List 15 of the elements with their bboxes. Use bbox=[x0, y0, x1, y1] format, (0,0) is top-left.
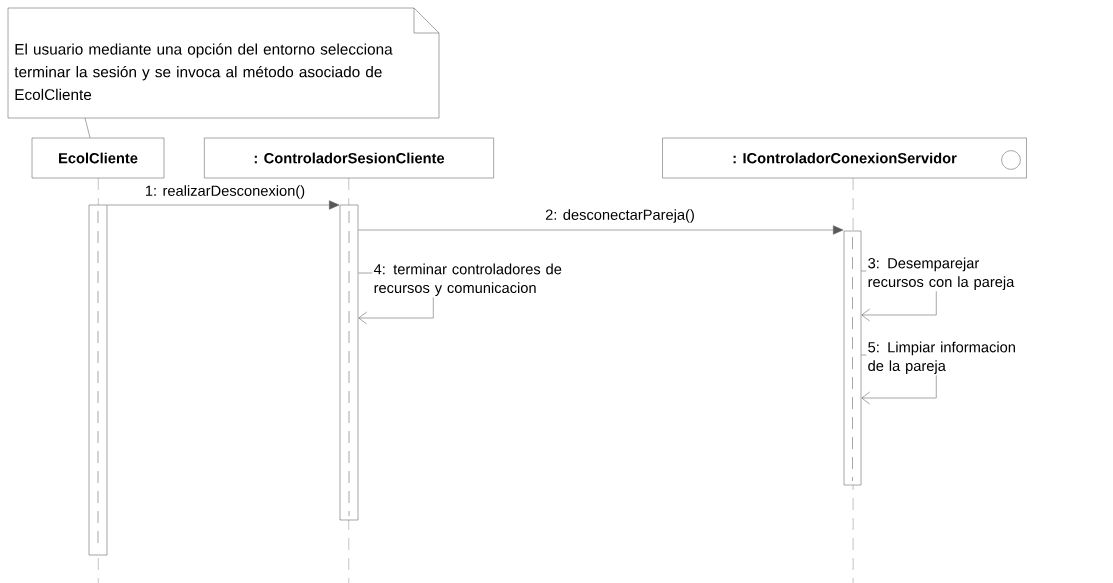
activation-bar bbox=[88, 204, 108, 556]
activation-bar bbox=[339, 204, 359, 521]
edge-label: 3: Desemparejar recursos con la pareja bbox=[866, 256, 1019, 292]
edge-label: 4: terminar controladores de recursos y comunicacion bbox=[372, 262, 575, 298]
lifeline-head: EcolCliente bbox=[31, 137, 165, 179]
message-arrow bbox=[107, 200, 340, 210]
leader-line bbox=[84, 117, 91, 138]
lifeline-head: : IControladorConexionServidor bbox=[662, 137, 1027, 179]
note: El usuario mediante una opción del entorno selecciona terminar la sesión y se invoca al método asociado de EcolCliente bbox=[7, 7, 440, 119]
lifeline-head: : ControladorSesionCliente bbox=[204, 137, 494, 179]
edge-label: 2: desconectarPareja() bbox=[543, 207, 697, 225]
edge-label: 1: realizarDesconexion() bbox=[143, 183, 307, 201]
edge-label: 5: Limpiar informacion de la pareja bbox=[866, 340, 1019, 376]
message-arrow bbox=[358, 225, 844, 235]
activation-bar bbox=[843, 230, 862, 486]
